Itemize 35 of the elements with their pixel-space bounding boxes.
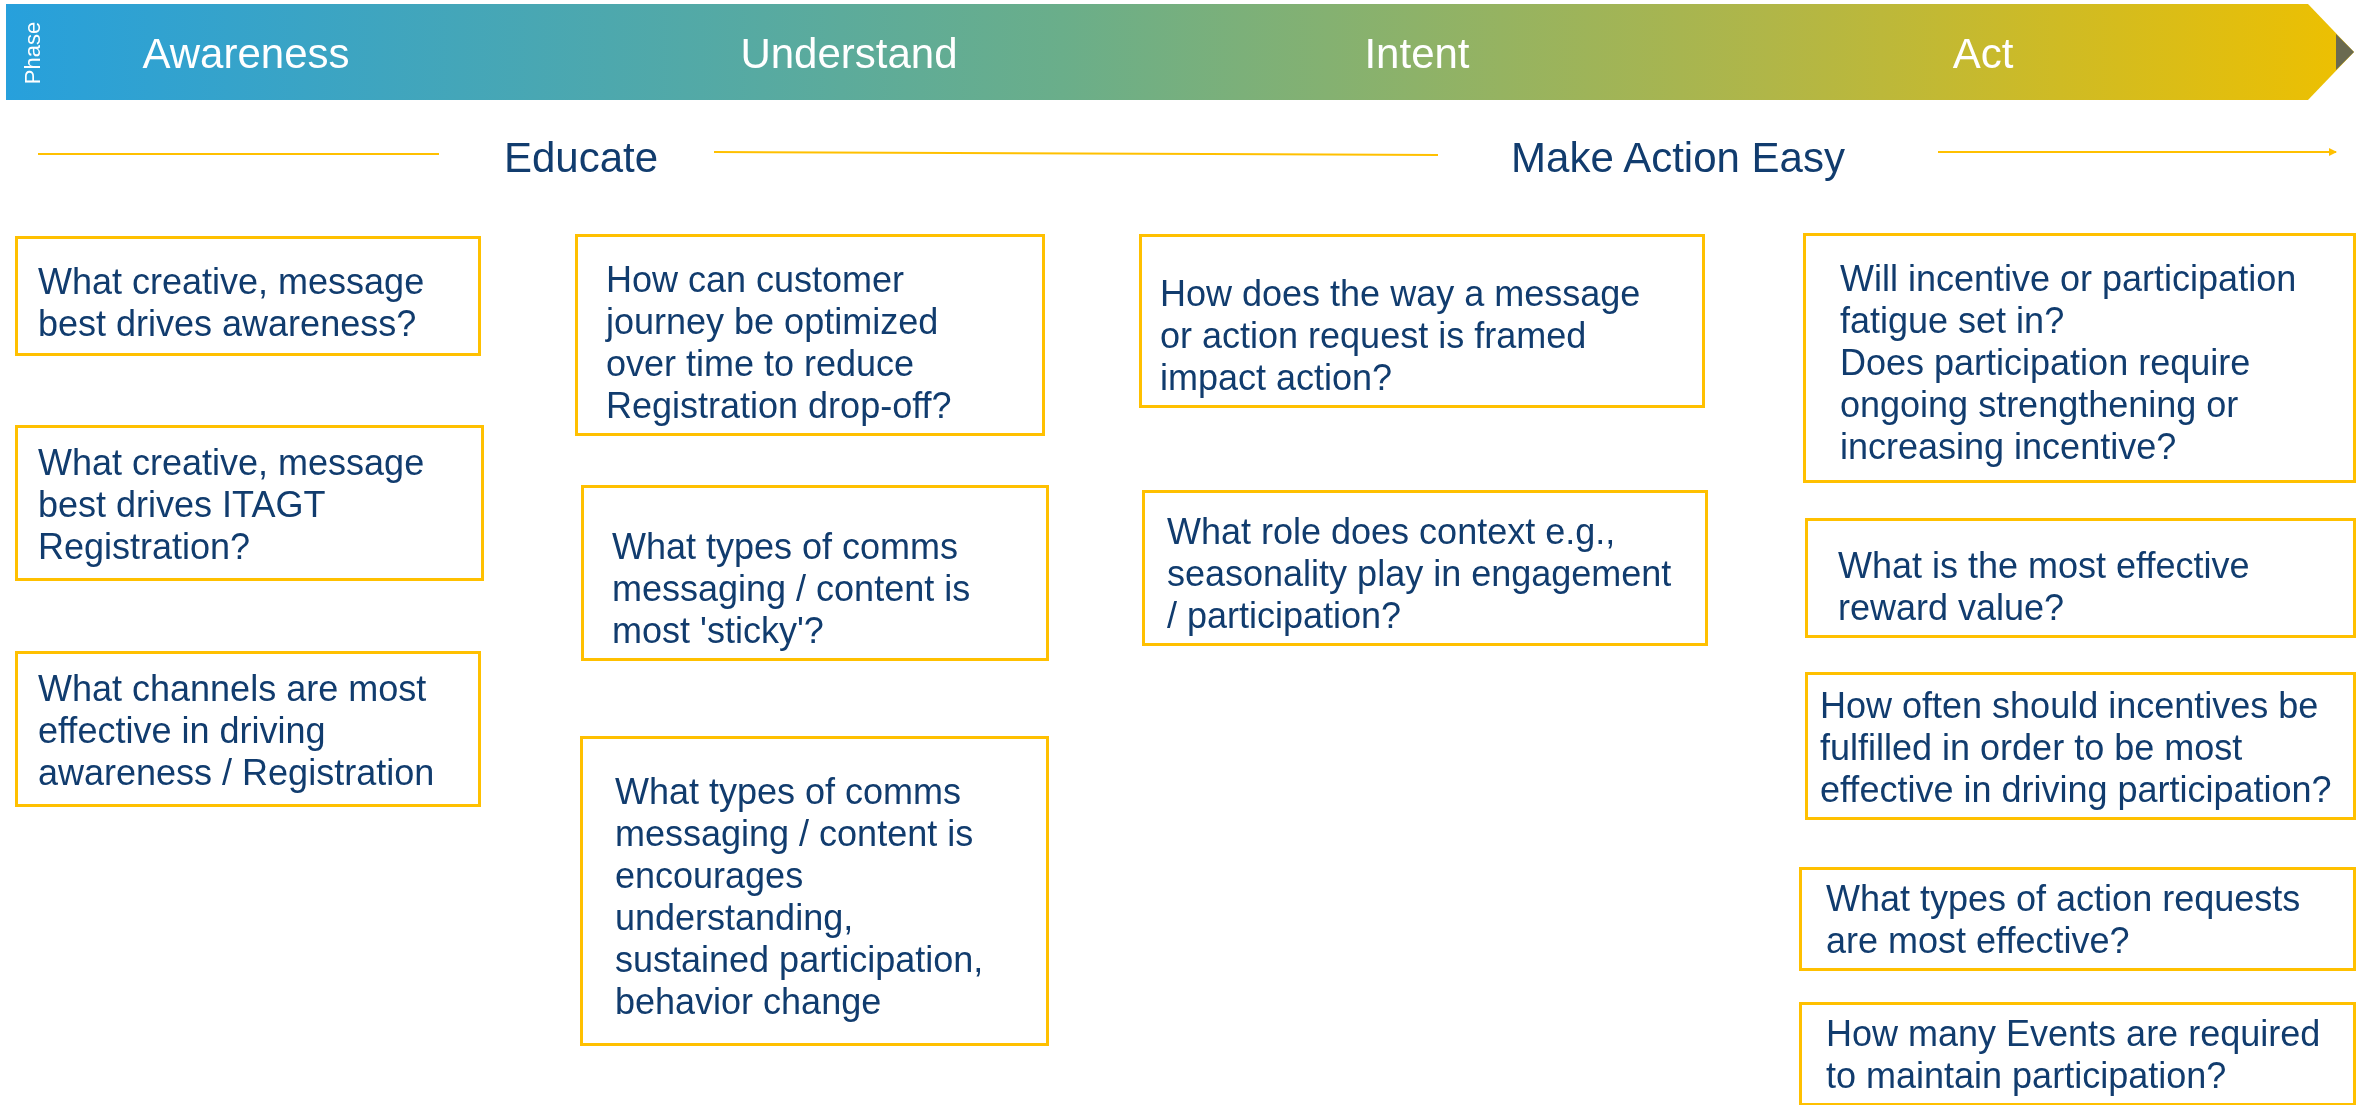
question-box: [15, 236, 481, 356]
question-text: What creative, message best drives awareness?: [38, 261, 426, 345]
question-box: [15, 651, 481, 807]
question-box: [580, 736, 1049, 1046]
phase-name: Understand: [740, 30, 958, 78]
question-text: How does the way a message or action request is framed impact action?: [1160, 273, 1642, 399]
question-box: [1139, 234, 1705, 408]
question-box: [1142, 490, 1708, 646]
question-text: Will incentive or participation fatigue set in?: [1840, 258, 2298, 342]
question-box: [1805, 518, 2356, 638]
question-text: How often should incentives be fulfilled in order to be most effective in driving participation?: [1820, 685, 2333, 811]
question-box: [1805, 672, 2356, 820]
question-text: How many Events are required to maintain participation?: [1826, 1013, 2322, 1097]
question-text: What creative, message best drives ITAGT Registration?: [38, 442, 426, 568]
phase-name: Intent: [1364, 30, 1470, 78]
phase-banner: [6, 4, 2356, 100]
question-box: [1799, 867, 2356, 971]
question-text: What role does context e.g., seasonality play in engagement / participation?: [1167, 511, 1673, 637]
phase-name: Act: [1952, 30, 2014, 78]
question-text: What types of comms messaging / content is encourages understanding, sustained participation, behavior change: [615, 771, 985, 1023]
question-box: [575, 234, 1045, 436]
phase-label: Phase: [20, 21, 47, 85]
question-box: [1799, 1002, 2356, 1105]
question-box: [581, 485, 1049, 661]
phase-name: Awareness: [142, 30, 350, 78]
question-text: What channels are most effective in driving awareness / Registration: [38, 668, 436, 794]
question-box: [1803, 233, 2356, 483]
question-text: What is the most effective reward value?: [1838, 545, 2251, 629]
question-text: What types of comms messaging / content is most 'sticky'?: [612, 526, 972, 652]
question-box: [15, 425, 484, 581]
question-text: How can customer journey be optimized over time to reduce Registration drop-off?: [606, 259, 953, 427]
stage-label: Educate: [503, 134, 659, 182]
question-text: Does participation require ongoing strengthening or increasing incentive?: [1840, 342, 2252, 468]
stage-label: Make Action Easy: [1511, 134, 1845, 182]
question-text: What types of action requests are most effective?: [1826, 878, 2302, 962]
